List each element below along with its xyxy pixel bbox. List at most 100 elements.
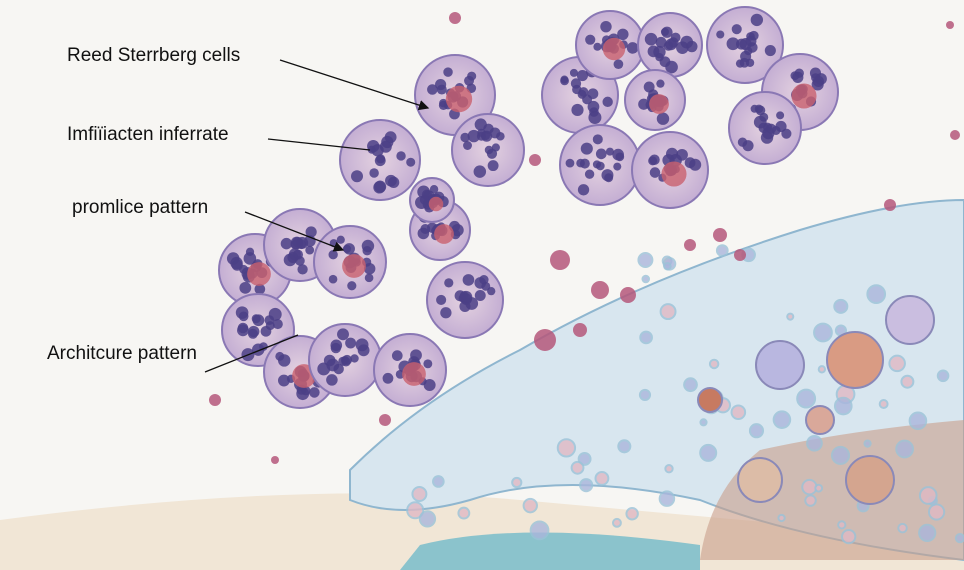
stroma-cell	[699, 443, 718, 462]
stroma-cell	[908, 411, 928, 431]
nucleus	[237, 322, 249, 334]
stroma-cell	[878, 399, 889, 409]
free-cell	[209, 394, 221, 406]
nucleus	[595, 148, 607, 160]
stroma-cell	[637, 251, 654, 268]
nucleus	[239, 264, 249, 274]
stroma-cell	[837, 520, 847, 530]
nucleus	[716, 30, 725, 39]
nucleus	[579, 158, 590, 169]
nucleus	[755, 105, 766, 116]
nucleus	[600, 20, 612, 33]
stroma-cell	[570, 460, 585, 475]
nucleus	[350, 354, 359, 363]
stroma-cell	[522, 497, 538, 514]
nucleus	[585, 34, 596, 45]
stroma-cell	[814, 483, 824, 493]
free-cell	[713, 228, 727, 242]
reed-sternberg-cell	[434, 224, 454, 244]
reed-sternberg-cell	[402, 362, 426, 386]
nucleus	[593, 42, 602, 51]
nucleus	[272, 319, 283, 330]
nucleus	[460, 132, 470, 143]
nucleus	[465, 297, 479, 310]
nucleus	[735, 38, 747, 50]
nucleus	[491, 143, 500, 152]
nucleus	[337, 328, 349, 341]
stroma-cell	[830, 445, 851, 465]
nucleus	[731, 24, 742, 35]
stroma-cell	[708, 358, 720, 370]
nucleus	[410, 349, 422, 362]
free-cell	[379, 414, 391, 426]
free-cell	[591, 281, 609, 299]
nucleus	[391, 350, 403, 361]
free-cell	[946, 21, 954, 29]
nucleus	[243, 252, 257, 265]
free-cell	[534, 329, 556, 351]
stroma-cell	[579, 478, 594, 493]
stroma-cell	[659, 303, 677, 321]
free-cell	[734, 249, 746, 261]
stroma-cell	[511, 476, 523, 489]
stroma-cell	[594, 470, 610, 486]
nucleus	[663, 41, 674, 51]
nucleus	[338, 356, 348, 366]
nucleus	[347, 281, 357, 291]
nucleus	[467, 129, 481, 143]
nucleus	[436, 294, 447, 305]
nucleus	[464, 75, 475, 86]
nucleus	[230, 256, 243, 270]
nucleus	[578, 87, 589, 97]
nucleus	[330, 339, 343, 352]
nucleus	[459, 291, 469, 300]
large-cell	[755, 340, 805, 390]
stroma-cell	[918, 523, 937, 543]
stroma-cell	[715, 244, 729, 257]
nucleus	[355, 338, 369, 352]
nucleus	[605, 147, 614, 156]
nucleus	[362, 246, 372, 256]
reed-sternberg-cell	[445, 85, 473, 113]
nucleus	[649, 167, 661, 178]
nucleus	[305, 226, 317, 238]
nucleus	[235, 306, 249, 319]
nucleus	[776, 111, 785, 120]
reed-sternberg-cell	[791, 83, 817, 109]
nucleus	[328, 274, 338, 284]
nucleus	[580, 142, 593, 155]
nucleus	[569, 68, 578, 77]
stroma-cell	[927, 503, 946, 521]
nucleus	[746, 32, 755, 41]
stroma-cell	[841, 528, 857, 545]
nucleus	[462, 274, 475, 286]
nucleus	[277, 374, 290, 387]
nucleus	[444, 278, 454, 288]
nucleus	[592, 134, 603, 145]
stroma-cell	[900, 374, 915, 389]
nucleus	[577, 184, 590, 196]
nucleus	[296, 387, 310, 401]
nucleus	[351, 170, 363, 183]
stroma-cell	[641, 274, 651, 284]
nucleus	[487, 160, 499, 172]
stroma-cell	[804, 494, 817, 507]
nucleus	[484, 145, 494, 155]
nucleus	[811, 73, 821, 83]
nucleus	[571, 103, 584, 117]
stroma-cell	[936, 369, 950, 383]
free-cell	[573, 323, 587, 337]
nucleus	[684, 157, 696, 169]
nucleus	[592, 160, 601, 169]
stroma-cell	[664, 464, 674, 474]
nucleus	[644, 32, 658, 46]
nucleus	[744, 46, 753, 56]
stroma-cell	[556, 438, 577, 458]
nucleus	[758, 122, 769, 134]
nucleus	[396, 151, 406, 161]
free-cell	[884, 199, 896, 211]
nucleus	[587, 88, 599, 100]
free-cell	[684, 239, 696, 251]
nucleus	[427, 84, 438, 95]
